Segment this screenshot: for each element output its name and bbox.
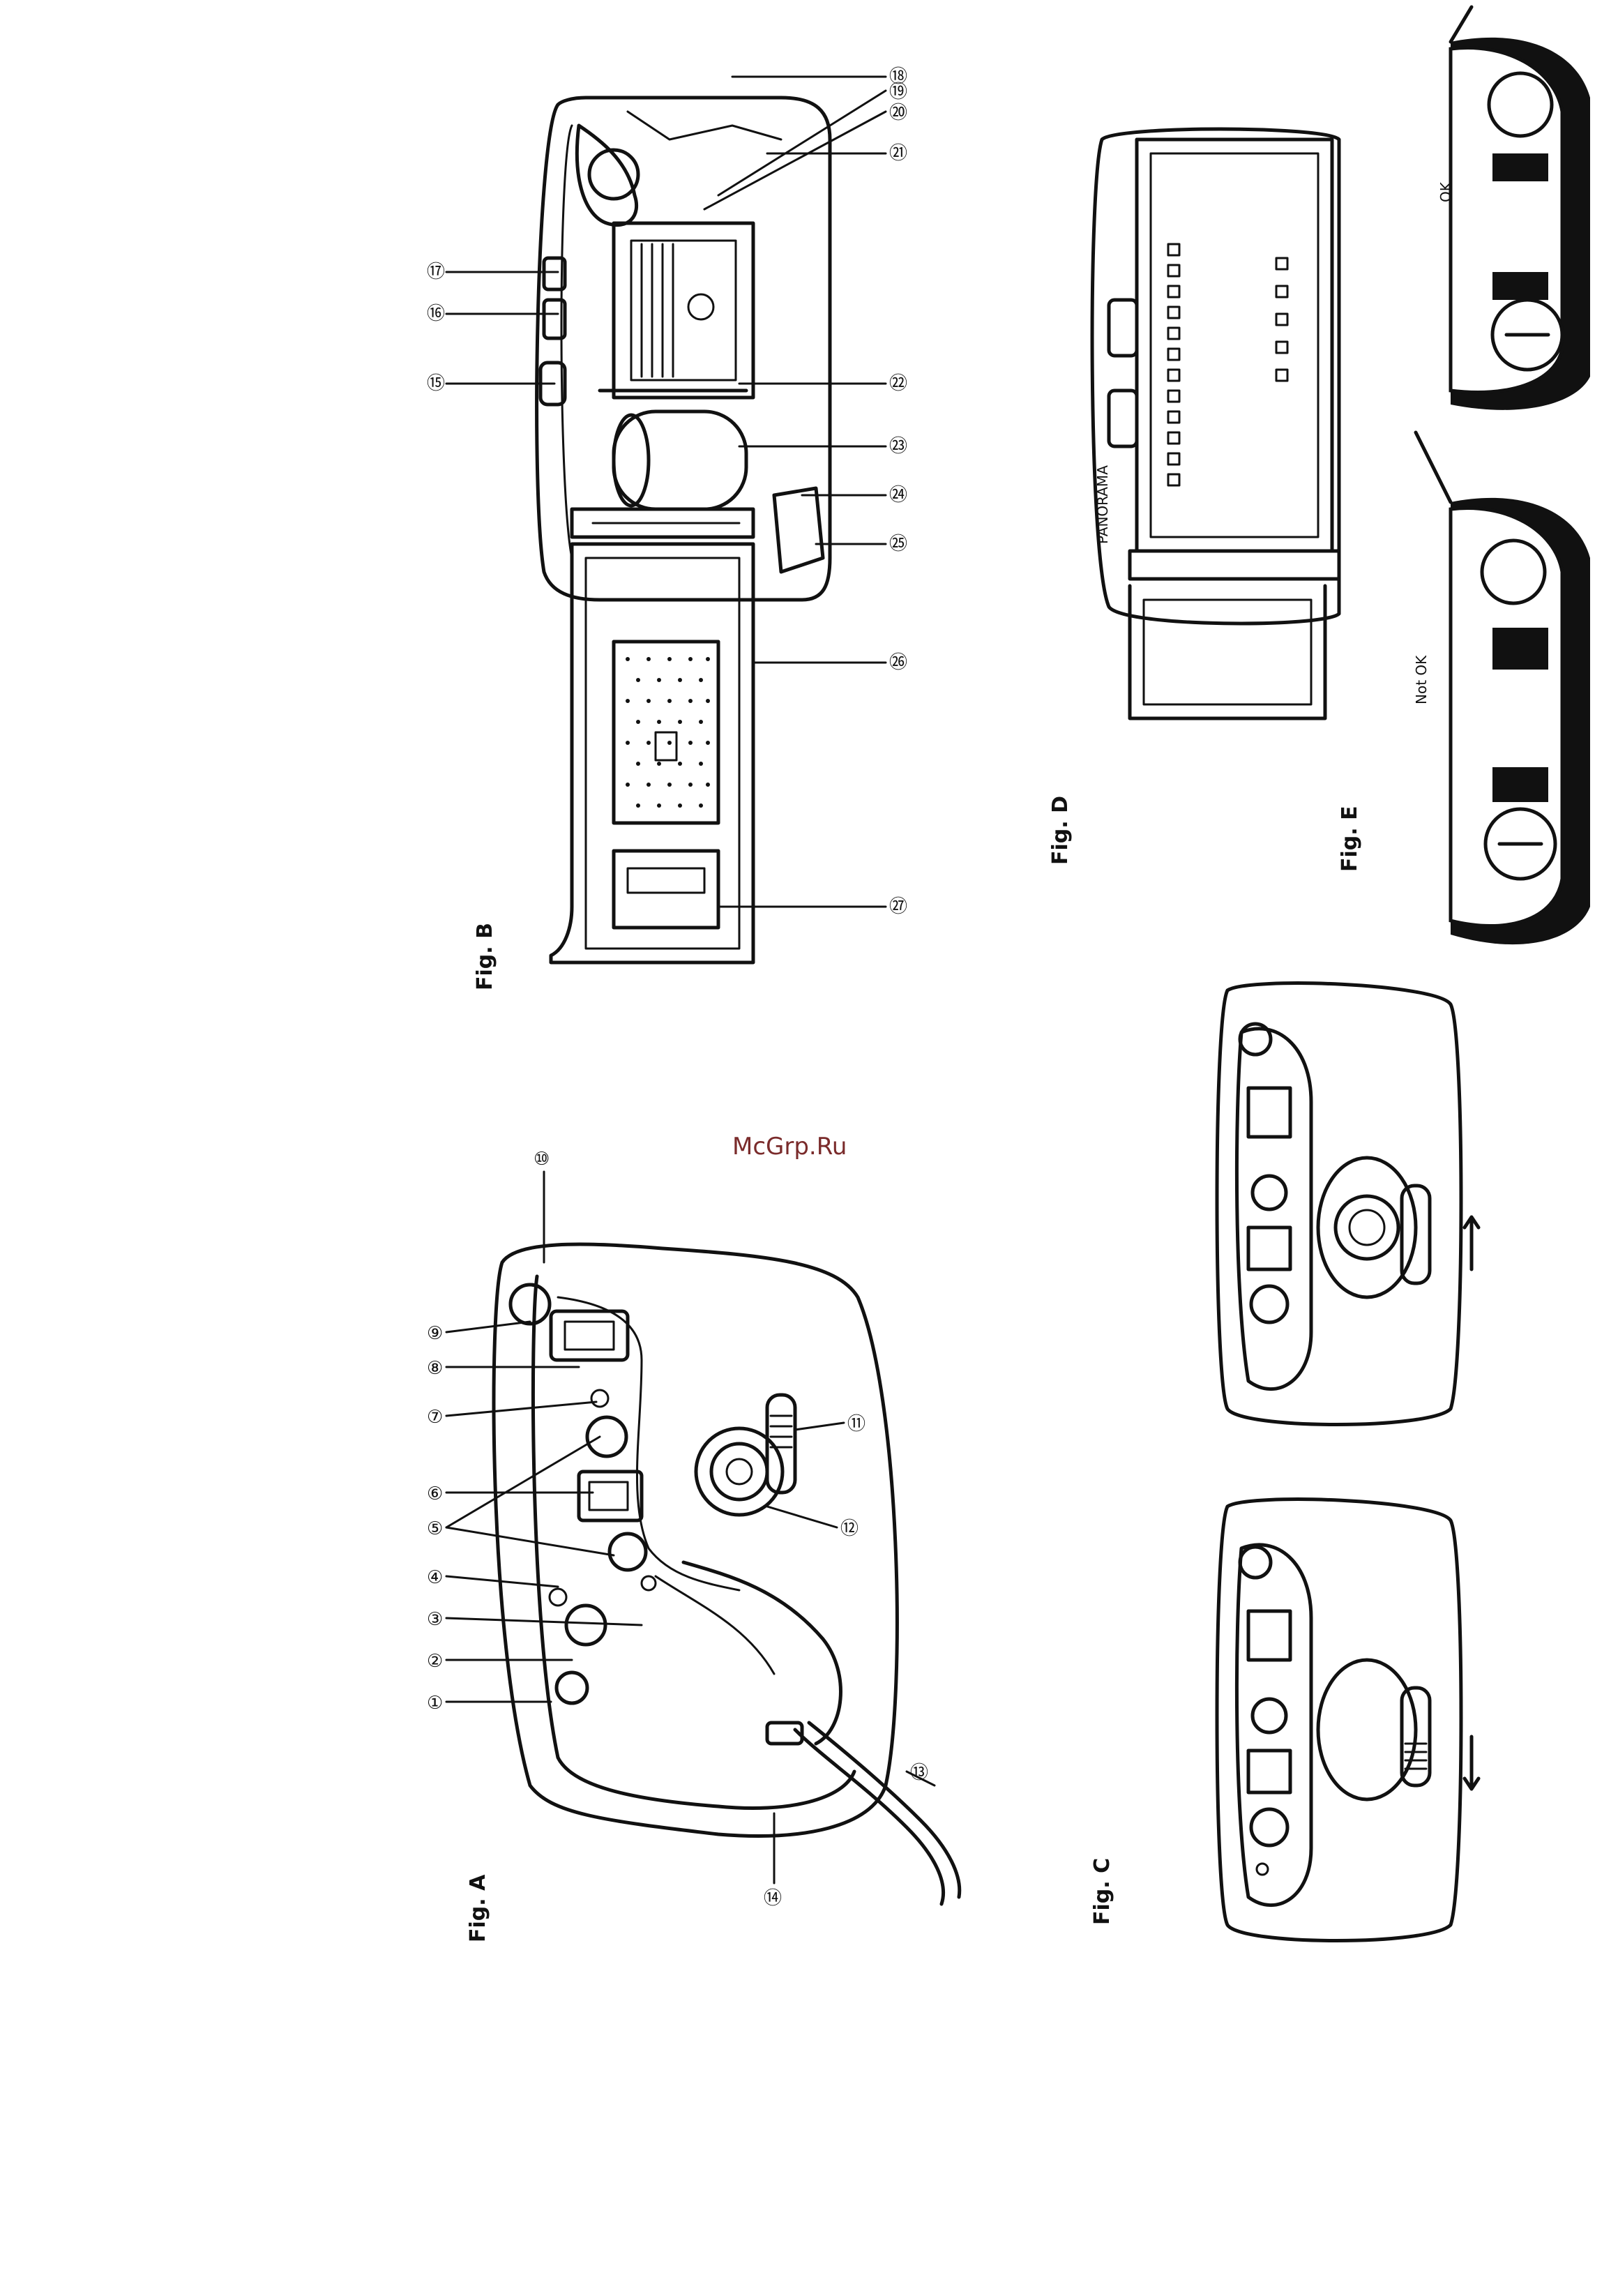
- callout-b-21: ㉑: [889, 143, 907, 164]
- panorama-brand-label: PANORAMA: [1094, 465, 1111, 544]
- callout-b-16: ⑯: [427, 303, 445, 324]
- fig-b-callout-labels: ⑱ ⑲ ⑳ ㉑ ⑰ ⑯ ⑮ ㉒ ㉓ ㉔ ㉕ ㉖ ㉗: [427, 66, 907, 917]
- fig-a-leaders: [446, 1172, 935, 1883]
- fig-e: Not OK OK Fig. E: [1338, 7, 1590, 944]
- fig-e-caption: Fig. E: [1338, 806, 1362, 872]
- fig-c-caption: Fig. C: [1090, 1858, 1114, 1925]
- callout-a-9: ⑨: [427, 1323, 443, 1344]
- film-gate-stripes: [642, 244, 673, 377]
- fig-d-caption: Fig. D: [1048, 796, 1073, 865]
- callout-a-6: ⑥: [427, 1483, 443, 1504]
- fig-b-caption: Fig. B: [473, 923, 497, 990]
- callout-a-8: ⑧: [427, 1358, 443, 1379]
- label-not-ok: Not OK: [1413, 655, 1430, 704]
- fig-b: ⑱ ⑲ ⑳ ㉑ ⑰ ⑯ ⑮ ㉒ ㉓ ㉔ ㉕ ㉖ ㉗ Fig. B: [427, 66, 907, 990]
- fig-e-not-ok-drawing: Not OK: [1413, 432, 1590, 944]
- label-ok: OK: [1437, 181, 1454, 202]
- callout-b-23: ㉓: [889, 436, 907, 457]
- callout-b-19: ⑲: [889, 82, 907, 103]
- callout-a-4: ④: [427, 1567, 443, 1588]
- fig-c-front-slide-closed: [1217, 1500, 1479, 1941]
- callout-a-1: ①: [427, 1693, 443, 1714]
- fig-d-panorama-drawing: PANORAMA: [1092, 129, 1339, 718]
- callout-b-20: ⑳: [889, 103, 907, 123]
- fig-b-camera-open-drawing: [537, 98, 830, 962]
- callout-a-2: ②: [427, 1651, 443, 1672]
- callout-a-13: ⑬: [910, 1762, 928, 1783]
- watermark: McGrp.Ru: [732, 1133, 847, 1161]
- callout-b-17: ⑰: [427, 262, 445, 282]
- callout-b-27: ㉗: [889, 896, 907, 917]
- callout-a-11: ⑪: [847, 1414, 865, 1435]
- callout-a-5: ⑤: [427, 1518, 443, 1539]
- fig-a: ① ② ③ ④ ⑤ ⑥ ⑦ ⑧ ⑨ ⑩ ⑪ ⑫ ⑬ ⑭ Fig. A: [427, 1149, 960, 1942]
- callout-a-3: ③: [427, 1609, 443, 1630]
- fig-c-front-slide-open: [1217, 983, 1479, 1425]
- callout-b-15: ⑮: [427, 373, 445, 394]
- callout-a-10: ⑩: [534, 1149, 550, 1170]
- fig-b-leaders: [446, 77, 886, 907]
- fig-d: PANORAMA Fig. D: [1048, 129, 1339, 865]
- fig-c: Fig. C: [1090, 983, 1479, 1941]
- fig-a-caption: Fig. A: [466, 1874, 490, 1942]
- fig-a-camera-drawing: [494, 1244, 960, 1904]
- panorama-film-sprockets: [1168, 244, 1287, 485]
- callout-b-25: ㉕: [889, 534, 907, 554]
- callout-b-22: ㉒: [889, 373, 907, 394]
- callout-a-14: ⑭: [764, 1888, 782, 1909]
- callout-a-7: ⑦: [427, 1407, 443, 1428]
- callout-a-12: ⑫: [840, 1518, 859, 1539]
- fig-e-ok-drawing: OK: [1437, 7, 1590, 410]
- callout-b-26: ㉖: [889, 652, 907, 673]
- callout-b-24: ㉔: [889, 485, 907, 506]
